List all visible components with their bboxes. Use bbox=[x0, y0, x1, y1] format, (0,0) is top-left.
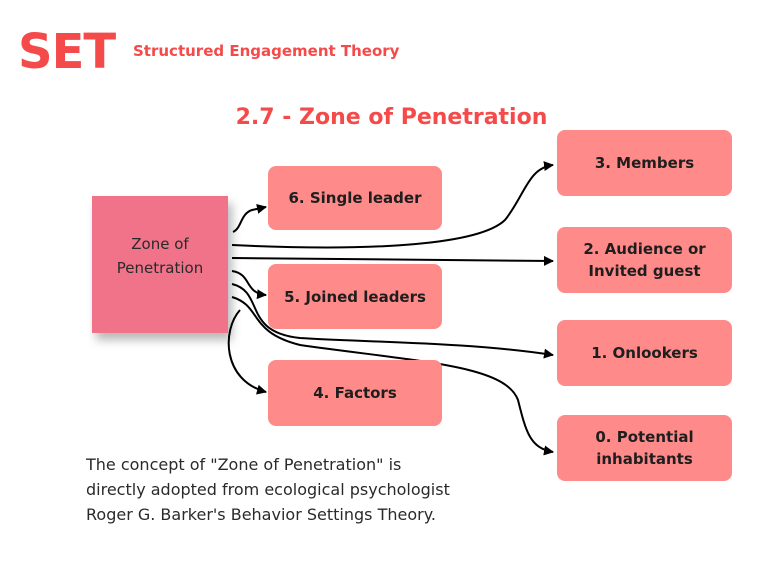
arrow-to-joined-leaders bbox=[231, 270, 267, 300]
arrow-to-factors bbox=[227, 309, 267, 395]
header-subtitle: Structured Engagement Theory bbox=[133, 42, 400, 60]
page-title: 2.7 - Zone of Penetration bbox=[0, 102, 781, 134]
caption-line: The concept of "Zone of Penetration" is bbox=[86, 455, 402, 474]
box-potential-inhabitants: 0. Potential inhabitants bbox=[557, 415, 732, 481]
box-onlookers: 1. Onlookers bbox=[557, 320, 732, 386]
caption: The concept of "Zone of Penetration" is … bbox=[86, 452, 546, 527]
box-factors: 4. Factors bbox=[268, 360, 442, 426]
box-joined-leaders: 5. Joined leaders bbox=[268, 264, 442, 329]
page-title-text: 2.7 - Zone of Penetration bbox=[235, 105, 548, 130]
box-members: 3. Members bbox=[557, 130, 732, 196]
box-audience-invited-guest: 2. Audience or Invited guest bbox=[557, 227, 732, 293]
set-logo: SET bbox=[18, 24, 116, 80]
arrow-to-onlookers bbox=[231, 283, 554, 359]
arrow-to-audience bbox=[231, 255, 554, 266]
arrow-to-single-leader bbox=[232, 203, 267, 233]
box-single-leader: 6. Single leader bbox=[268, 166, 442, 230]
caption-line: Roger G. Barker's Behavior Settings Theo… bbox=[86, 505, 436, 524]
arrow-to-members bbox=[231, 161, 554, 249]
caption-line: directly adopted from ecological psychol… bbox=[86, 480, 450, 499]
zone-of-penetration-note: Zone of Penetration bbox=[92, 196, 228, 333]
